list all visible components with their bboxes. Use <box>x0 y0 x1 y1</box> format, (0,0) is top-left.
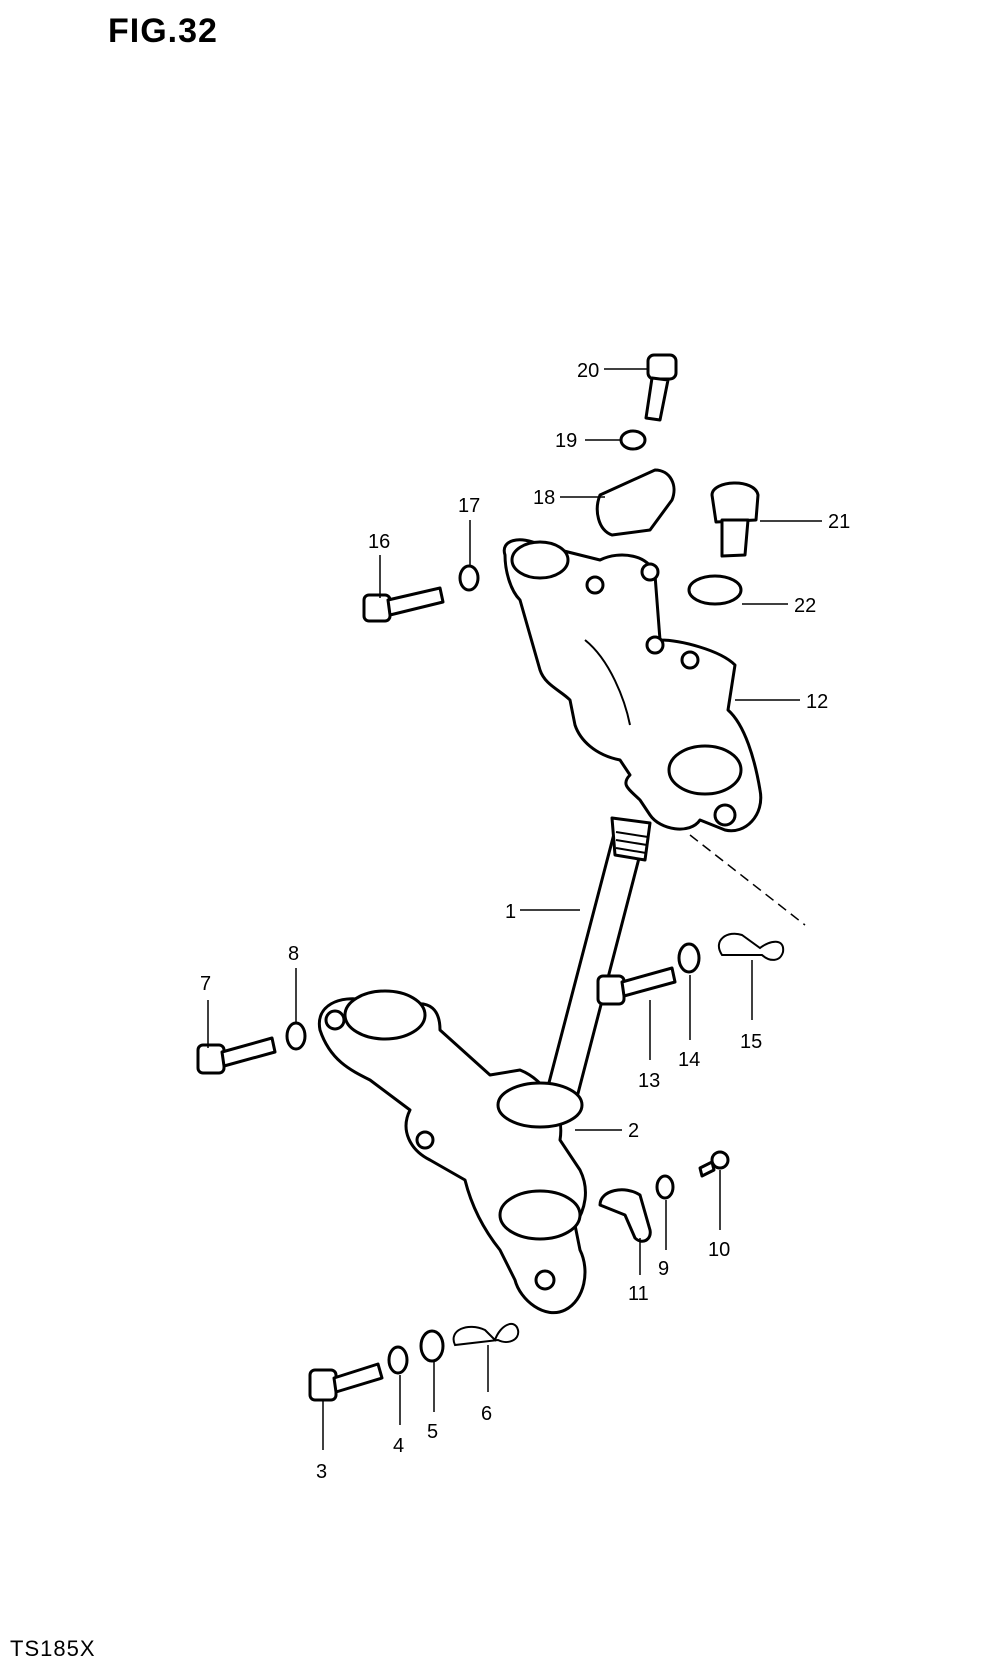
cable-clamp-11 <box>598 1188 652 1243</box>
bolt-20 <box>644 353 678 422</box>
callout-4: 4 <box>393 1435 404 1457</box>
figure-title: FIG.32 <box>108 12 218 50</box>
screw-10 <box>698 1150 730 1178</box>
washer-19 <box>619 429 647 451</box>
bolt-21 <box>710 481 760 558</box>
callout-numbers: 1 2 3 4 5 6 7 8 9 10 11 12 13 14 15 16 1… <box>200 360 850 1483</box>
callout-9: 9 <box>658 1258 669 1280</box>
washer-8 <box>285 1021 307 1051</box>
washer-5 <box>419 1329 445 1363</box>
washer-9 <box>655 1174 675 1200</box>
bolt-16 <box>362 586 445 623</box>
leader-lines <box>207 368 822 1450</box>
washer-4 <box>387 1345 409 1375</box>
bolt-13 <box>596 966 677 1006</box>
washer-22 <box>687 574 743 606</box>
bolt-7 <box>196 1036 277 1075</box>
upper-bracket <box>502 538 763 833</box>
callout-22: 22 <box>794 595 816 617</box>
callout-17: 17 <box>458 495 480 517</box>
callout-5: 5 <box>427 1421 438 1443</box>
callout-10: 10 <box>708 1239 730 1261</box>
callout-13: 13 <box>638 1070 660 1092</box>
callout-16: 16 <box>368 531 390 553</box>
washer-14 <box>677 942 701 974</box>
model-code: TS185X <box>10 1636 96 1661</box>
callout-15: 15 <box>740 1031 762 1053</box>
callout-1: 1 <box>505 901 516 923</box>
callout-2: 2 <box>628 1120 639 1142</box>
callout-6: 6 <box>481 1403 492 1425</box>
washer-17 <box>458 564 480 592</box>
callout-20: 20 <box>577 360 599 382</box>
callout-11: 11 <box>628 1283 649 1305</box>
clamp-18 <box>595 468 676 537</box>
callout-3: 3 <box>316 1461 327 1483</box>
callout-12: 12 <box>806 691 828 713</box>
bolt-3 <box>308 1362 384 1402</box>
callout-18: 18 <box>533 487 555 509</box>
callout-7: 7 <box>200 973 211 995</box>
clip-15 <box>717 932 785 961</box>
callout-8: 8 <box>288 943 299 965</box>
clip-6 <box>452 1322 520 1347</box>
lower-bracket <box>317 989 587 1315</box>
callout-14: 14 <box>678 1049 700 1071</box>
callout-19: 19 <box>555 430 577 452</box>
steering-stem <box>543 816 652 1107</box>
callout-21: 21 <box>828 511 850 533</box>
